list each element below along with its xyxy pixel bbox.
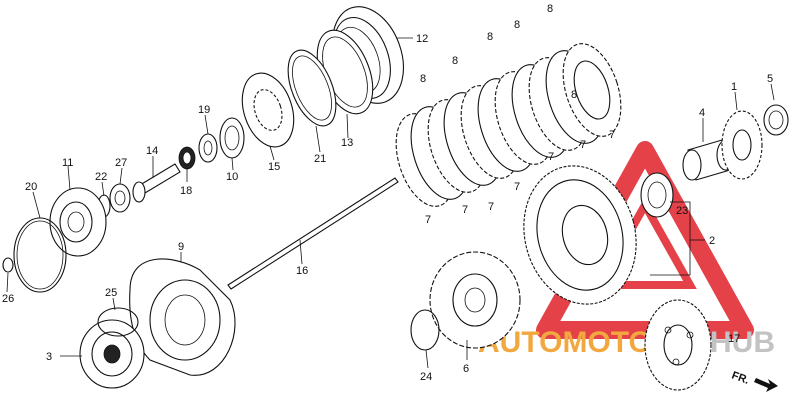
label-part-15: 15: [268, 161, 280, 173]
part-labels: 1 2 3 4 5 6 7 7 7 7 7 7 7 8 8 8 8 8 8 9 …: [2, 3, 773, 383]
part-24-o-ring: [410, 309, 440, 351]
label-part-8: 8: [547, 3, 553, 15]
label-part-8: 8: [571, 89, 577, 101]
label-part-12: 12: [416, 33, 428, 45]
part-25-ring: [97, 307, 139, 337]
label-part-24: 24: [420, 371, 432, 383]
label-part-13: 13: [341, 137, 353, 149]
label-part-7: 7: [548, 151, 554, 163]
direction-arrow-icon: [754, 378, 778, 392]
part-11-cover: [49, 187, 107, 257]
part-3-pulley: [79, 319, 145, 389]
part-2-clutch-outer: [523, 165, 637, 305]
part-21-ring: [287, 49, 337, 127]
part-15-splined-plate: [241, 72, 295, 148]
part-26-ring: [2, 257, 14, 273]
label-part-26: 26: [2, 293, 14, 305]
part-10-bearing: [219, 117, 245, 159]
part-6-clutch-center: [429, 251, 521, 349]
label-part-10: 10: [226, 171, 238, 183]
label-part-18: 18: [180, 185, 192, 197]
label-part-5: 5: [767, 73, 773, 85]
label-part-4: 4: [699, 107, 705, 119]
part-16-pushrod: [227, 177, 399, 290]
label-part-7: 7: [580, 139, 586, 151]
label-part-3: 3: [46, 351, 52, 363]
label-part-2: 2: [709, 235, 715, 247]
label-part-9: 9: [178, 241, 184, 253]
label-part-1: 1: [731, 81, 737, 93]
label-part-11: 11: [62, 157, 73, 169]
label-part-25: 25: [105, 287, 117, 299]
label-part-7: 7: [488, 201, 494, 213]
part-17-gear: [644, 299, 712, 391]
label-part-22: 22: [95, 171, 107, 183]
part-14-shaft: [132, 163, 181, 203]
direction-label: FR.: [730, 370, 751, 387]
label-part-7: 7: [462, 204, 468, 216]
label-part-7: 7: [609, 129, 615, 141]
leader-lines: [6, 37, 775, 369]
label-part-27: 27: [115, 157, 127, 169]
label-part-8: 8: [487, 31, 493, 43]
part-27-bushing: [109, 183, 131, 213]
watermark-text-gray: HUB: [710, 326, 775, 359]
label-part-7: 7: [514, 181, 520, 193]
label-part-20: 20: [25, 181, 37, 193]
label-part-23: 23: [676, 205, 688, 217]
label-part-17: 17: [728, 333, 740, 345]
part-18-nut: [178, 146, 196, 170]
part-1-sprocket: [721, 110, 763, 180]
part-20-snap-ring: [13, 217, 67, 293]
label-part-8: 8: [420, 73, 426, 85]
part-9-housing: [129, 258, 236, 376]
label-part-16: 16: [296, 265, 308, 277]
clutch-plate-stack: [395, 43, 622, 207]
label-part-7: 7: [425, 214, 431, 226]
label-part-6: 6: [463, 363, 469, 375]
label-part-8: 8: [452, 55, 458, 67]
part-19-washer: [198, 133, 218, 163]
label-part-21: 21: [314, 153, 326, 165]
part-23-needle-bearing: [640, 172, 674, 218]
label-part-19: 19: [198, 104, 210, 116]
label-part-14: 14: [146, 145, 158, 157]
label-part-8: 8: [514, 19, 520, 31]
part-5-oil-seal: [763, 104, 789, 136]
front-direction-marker: FR.: [730, 370, 778, 392]
